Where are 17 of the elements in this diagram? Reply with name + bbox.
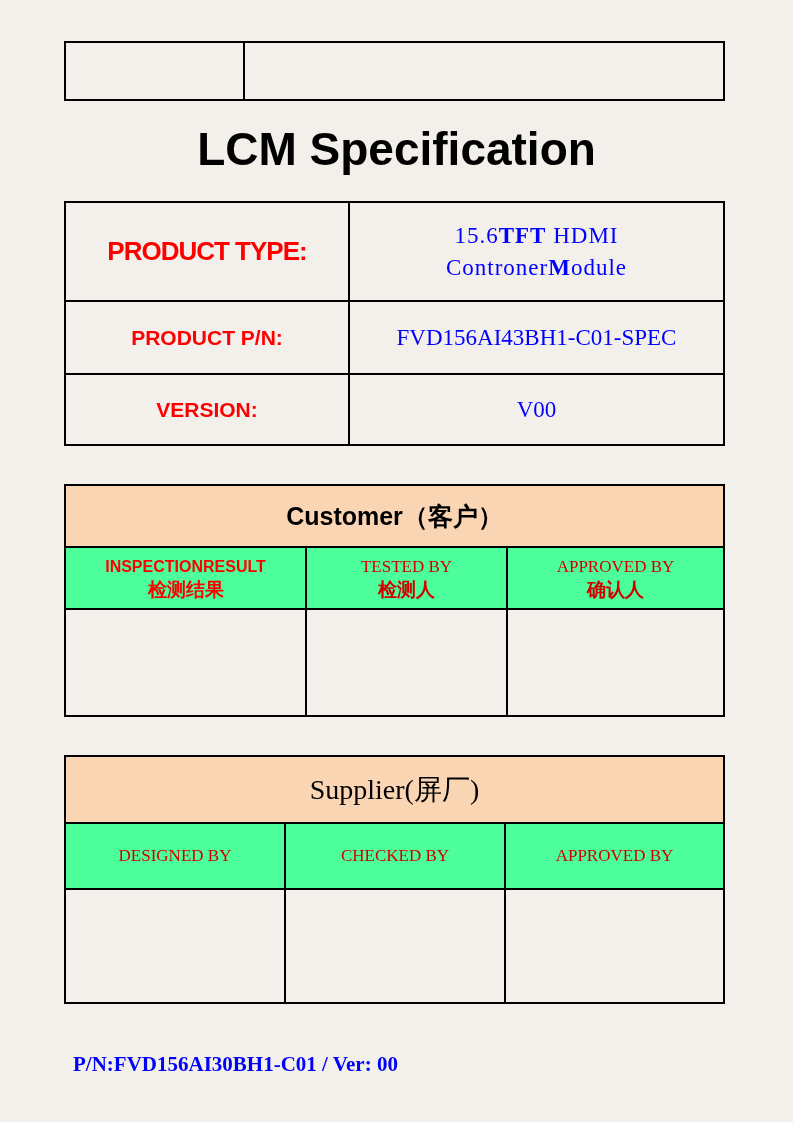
table-cell: PRODUCT TYPE: — [64, 201, 350, 302]
cell-text: APPROVED BY — [556, 556, 675, 578]
table-cell: 15.6TFT HDMI ContronerModule — [348, 201, 725, 302]
table-cell: VERSION: — [64, 373, 350, 446]
cell-text: TESTED BY — [360, 556, 453, 578]
footer-text: P/N:FVD156AI30BH1-C01 / Ver: 00 — [73, 1052, 398, 1077]
table-cell: CHECKED BY — [284, 822, 506, 890]
table-cell: APPROVED BY — [504, 822, 725, 890]
table-cell: DESIGNED BY — [64, 822, 286, 890]
header-cell: Supplier(屏厂) — [64, 755, 725, 824]
cell-text: 检测人 — [378, 578, 435, 600]
title: LCM Specification — [196, 122, 597, 176]
cell-text: 检测结果 — [147, 578, 224, 600]
header-cell: Customer（客户） — [64, 484, 725, 548]
cell-text: INSPECTIONRESULT — [105, 557, 266, 577]
cell-text: 确认人 — [587, 578, 644, 600]
table-cell: V00 — [348, 373, 725, 446]
